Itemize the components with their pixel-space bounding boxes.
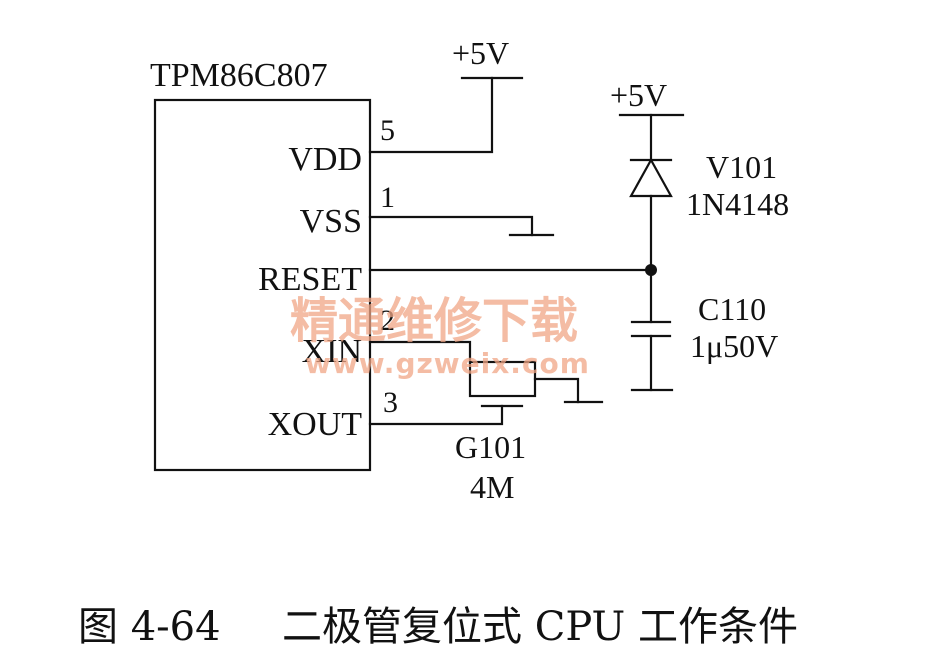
diode-part: 1N4148 — [686, 186, 789, 222]
diode-icon — [629, 157, 673, 272]
vss-wire — [368, 215, 555, 237]
ic-body — [153, 98, 372, 472]
capacitor-ref: C110 — [698, 291, 766, 327]
pin-label-vss: VSS — [300, 203, 362, 240]
pin-label-xout: XOUT — [268, 406, 363, 443]
pin-number-xin: 2 — [380, 304, 395, 337]
supply-label-vdd: +5V — [452, 35, 509, 71]
supply-label-reset: +5V — [610, 77, 667, 113]
pin-number-xout: 3 — [383, 386, 398, 419]
capacitor-value: 1μ50V — [690, 328, 778, 364]
reset-supply-rail — [618, 113, 685, 162]
capacitor-icon — [630, 268, 674, 392]
pin-label-vdd: VDD — [288, 141, 362, 178]
ic-name: TPM86C807 — [150, 57, 328, 94]
pin-number-vdd: 5 — [380, 114, 395, 147]
pin-number-vss: 1 — [380, 181, 395, 214]
crystal-value: 4M — [470, 469, 514, 505]
pin-label-reset: RESET — [258, 261, 362, 298]
diode-ref: V101 — [706, 149, 777, 185]
figure-number: 图 4-64 — [78, 604, 221, 650]
watermark-url: www.gzweix.com — [305, 347, 590, 380]
figure-title: 二极管复位式 CPU 工作条件 — [282, 604, 798, 650]
pin-label-xin: XIN — [302, 333, 362, 370]
crystal-icon — [368, 340, 604, 426]
vdd-wire — [368, 76, 524, 154]
crystal-ref: G101 — [455, 429, 526, 465]
watermark-chinese: 精通维修下载 — [290, 293, 578, 349]
